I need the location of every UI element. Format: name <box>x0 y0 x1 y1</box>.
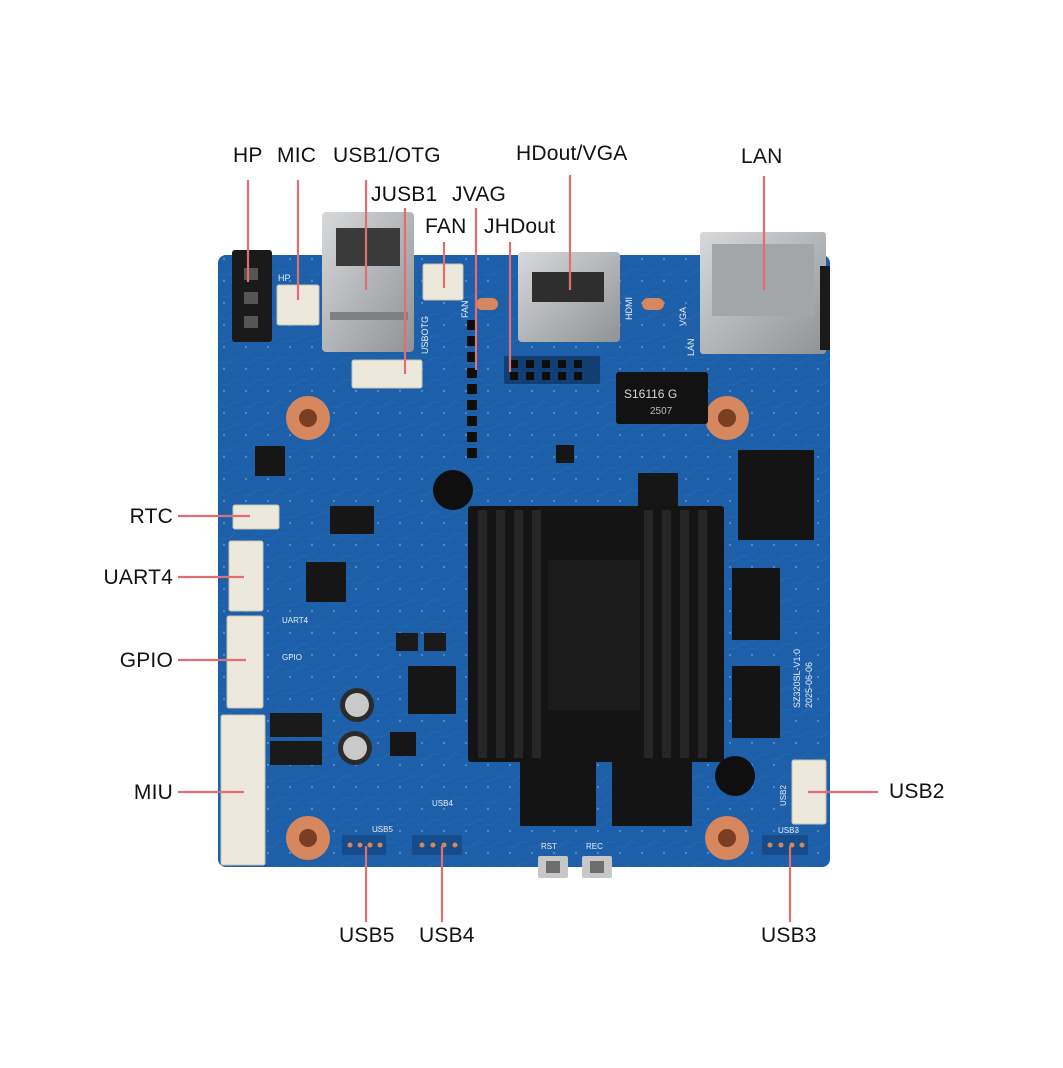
label-rtc: RTC <box>129 505 173 528</box>
usb2-silk: USB2 <box>779 785 788 806</box>
label-usb5: USB5 <box>339 924 395 947</box>
jusb1-connector <box>351 359 423 389</box>
usb3-header <box>762 835 808 855</box>
vga-silk: VGA <box>678 307 688 326</box>
jhdout-pin-header <box>504 356 600 384</box>
lan-silk: LAN <box>686 338 696 356</box>
label-miu: MIU <box>133 781 173 804</box>
label-mic: MIC <box>277 144 317 167</box>
rst-silk: RST <box>541 842 557 851</box>
gpio-connector <box>226 615 264 709</box>
hp-silk: HP <box>278 273 291 283</box>
leader-lines <box>178 175 878 922</box>
board-rev-silk: SZ320SL-V1.0 <box>792 649 802 708</box>
small-ics <box>255 445 678 756</box>
chip-lan-date: 2507 <box>650 406 673 417</box>
lan-transformer-chip <box>616 372 708 424</box>
hp-jack <box>232 250 272 342</box>
ram-chips <box>520 450 814 826</box>
usb1-port <box>322 212 414 352</box>
label-lan: LAN <box>741 145 783 168</box>
rec-button <box>582 856 612 878</box>
usb4-silk: USB4 <box>432 799 453 808</box>
mounting-holes <box>286 396 749 860</box>
usb5-silk: USB5 <box>372 825 393 834</box>
miu-connector <box>220 714 266 866</box>
label-fan: FAN <box>425 215 467 238</box>
label-jhdout: JHDout <box>484 215 556 238</box>
usb4-header <box>412 835 462 855</box>
label-uart4: UART4 <box>103 566 173 589</box>
board-date-silk: 2025-06-06 <box>804 662 814 708</box>
hdmi-port <box>476 252 664 342</box>
capacitors <box>338 688 374 765</box>
jvag-pin-header <box>467 320 477 458</box>
fan-silk: FAN <box>460 300 470 318</box>
rec-silk: REC <box>586 842 603 851</box>
label-jusb1: JUSB1 <box>371 183 438 206</box>
black-components <box>270 633 446 765</box>
uart4-silk: UART4 <box>282 616 309 625</box>
label-usb2: USB2 <box>889 780 945 803</box>
usb-otg-silk: USBOTG <box>420 316 430 354</box>
label-gpio: GPIO <box>119 649 173 672</box>
hdmi-silk: HDMI <box>624 297 634 320</box>
heatsink <box>433 470 755 796</box>
label-usb4: USB4 <box>419 924 475 947</box>
rst-button <box>538 856 568 878</box>
usb5-header <box>342 835 386 855</box>
label-hp: HP <box>233 144 263 167</box>
label-usb3: USB3 <box>761 924 817 947</box>
label-jvag: JVAG <box>452 183 507 206</box>
gpio-silk: GPIO <box>282 653 302 662</box>
usb3-silk: USB3 <box>778 826 799 835</box>
label-hdout-vga: HDout/VGA <box>516 142 628 165</box>
label-usb1-otg: USB1/OTG <box>333 144 441 167</box>
chip-lan-text: S16116 G <box>624 387 677 401</box>
